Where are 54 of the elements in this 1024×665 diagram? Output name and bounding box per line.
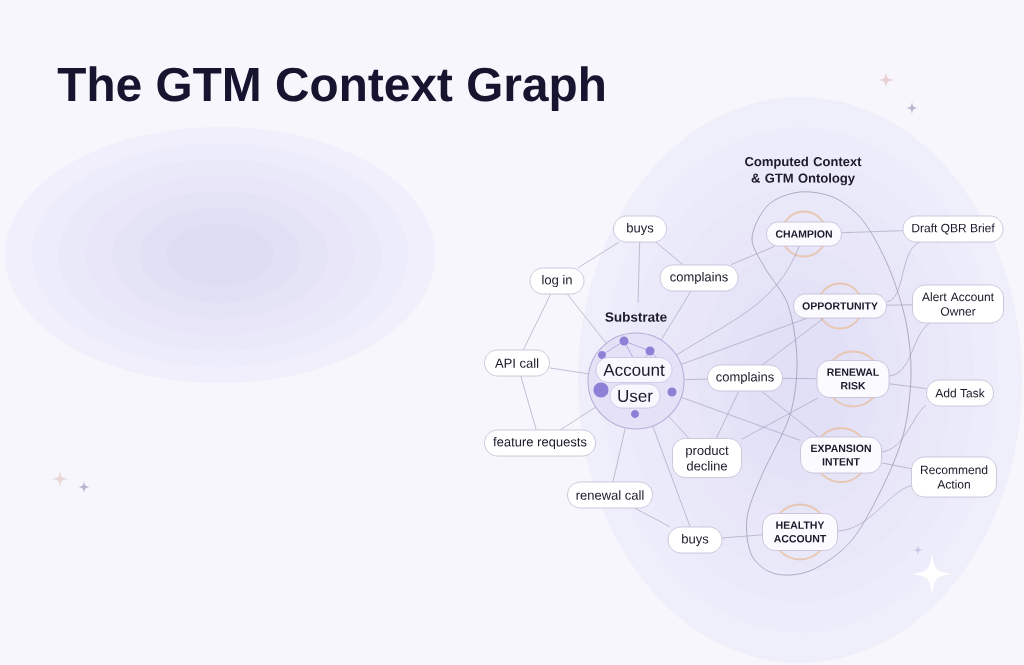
connector-line bbox=[741, 397, 819, 440]
connector-line bbox=[722, 534, 763, 539]
connector-line bbox=[681, 318, 807, 365]
connector-line bbox=[730, 246, 775, 265]
connector-line bbox=[841, 230, 903, 234]
event-pill: buys bbox=[667, 526, 723, 554]
event-pill: API call bbox=[484, 349, 550, 377]
event-pill: log in bbox=[529, 267, 585, 295]
connector-line bbox=[886, 242, 920, 302]
event-pill: complains bbox=[659, 264, 739, 292]
connector-line bbox=[560, 407, 596, 430]
connector-line bbox=[520, 376, 537, 430]
action-pill: Add Task bbox=[926, 379, 994, 407]
connector-line bbox=[837, 485, 912, 532]
connector-line bbox=[716, 391, 739, 439]
connector-line bbox=[782, 378, 817, 379]
connector-line bbox=[655, 242, 684, 265]
action-pill: Alert Account Owner bbox=[912, 284, 1004, 324]
event-pill: feature requests bbox=[484, 429, 596, 457]
concept-pill: OPPORTUNITY bbox=[793, 293, 887, 319]
entity-pill: User bbox=[609, 383, 661, 409]
action-pill: Draft QBR Brief bbox=[902, 215, 1004, 243]
entity-pill: Account bbox=[595, 357, 673, 383]
connector-line bbox=[668, 416, 689, 439]
connector-line bbox=[676, 246, 800, 356]
event-pill: product decline bbox=[672, 438, 742, 478]
connector-line bbox=[635, 508, 670, 527]
concept-pill: RENEWAL RISK bbox=[816, 360, 890, 398]
concept-pill: HEALTHY ACCOUNT bbox=[762, 513, 838, 551]
circle-heading: Substrate bbox=[605, 311, 667, 322]
concept-pill: EXPANSION INTENT bbox=[800, 436, 882, 474]
connector-line bbox=[567, 294, 607, 344]
concept-pill: CHAMPION bbox=[766, 221, 842, 247]
event-pill: buys bbox=[613, 215, 667, 243]
connector-line bbox=[881, 462, 912, 469]
connector-line bbox=[652, 426, 691, 527]
connector-line bbox=[637, 242, 640, 303]
connector-line bbox=[881, 405, 927, 453]
event-pill: renewal call bbox=[567, 481, 653, 509]
title: The GTM Context Graph bbox=[57, 66, 604, 111]
connector-line bbox=[549, 367, 589, 375]
connector-line bbox=[523, 294, 551, 350]
connector-line bbox=[889, 383, 927, 389]
action-pill: Recommend Action bbox=[911, 456, 997, 498]
connector-line bbox=[681, 397, 801, 441]
connector-line bbox=[661, 291, 692, 340]
event-pill: complains bbox=[707, 364, 783, 392]
connector-line bbox=[612, 428, 626, 482]
group-heading: Computed Context & GTM Ontology bbox=[745, 156, 862, 186]
connector-line bbox=[762, 318, 824, 365]
connector-line bbox=[684, 378, 708, 380]
connector-line bbox=[889, 323, 930, 377]
connector-line bbox=[761, 391, 819, 437]
connector-line bbox=[578, 242, 619, 268]
